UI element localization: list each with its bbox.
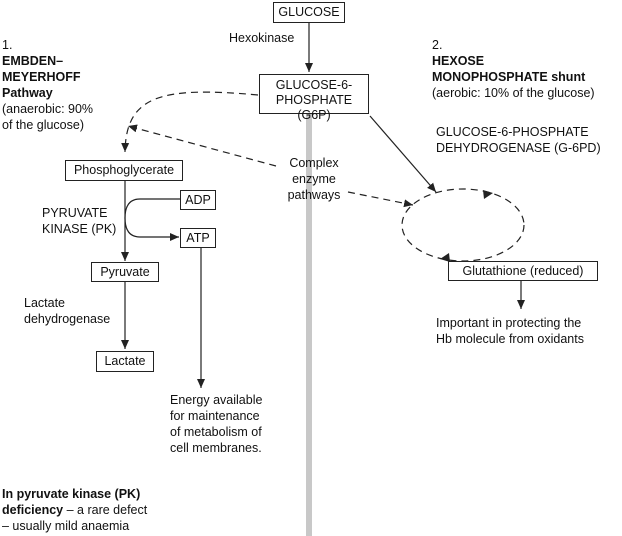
pathway2-title-line1: HEXOSE [432,54,485,68]
ldh-line2: dehydrogenase [24,312,111,326]
dashed-arrow-complex-to-shunt [347,191,414,208]
lactate-dehydrogenase-label: Lactate dehydrogenase [24,295,110,327]
g6p-label-line2: PHOSPHATE (G6P) [275,93,353,122]
pyruvate-kinase-line1: PYRUVATE [42,206,108,220]
protection-note: Important in protecting the Hb molecule … [436,315,584,347]
dashed-arrow-complex-to-pathway1 [127,124,277,167]
pathway2-title-line2: MONOPHOSPHATE shunt [432,70,586,84]
lactate-label: Lactate [104,354,146,368]
pathway1-desc-line1: (anaerobic: 90% [2,102,94,116]
adp-label: ADP [185,193,211,207]
complex-enzyme-pathways-label: Complex enzyme pathways [274,155,354,203]
cycle-arrowhead-bottom [440,253,450,262]
protection-note-line2: Hb molecule from oxidants [436,332,584,346]
pathway1-title-line2: MEYERHOFF [2,70,81,84]
lactate-box: Lactate [96,351,154,372]
pathway1-header: 1. EMBDEN– MEYERHOFF Pathway (anaerobic:… [2,37,93,133]
g6pd-label: GLUCOSE-6-PHOSPHATE DEHYDROGENASE (G-6PD… [436,124,601,156]
pathway2-number: 2. [432,38,443,52]
pk-note-line2: deficiency – a rare defect [2,502,147,518]
arrow-g6p-to-shunt [369,115,437,193]
pk-note-line2-bold: deficiency [2,503,64,517]
energy-note-line1: Energy available [170,393,263,407]
pk-note-line1: In pyruvate kinase (PK) [2,487,141,501]
ldh-line1: Lactate [24,296,66,310]
energy-note-line4: cell membranes. [170,441,262,455]
g6pd-line1: GLUCOSE-6-PHOSPHATE [436,125,589,139]
atp-box: ATP [180,228,216,248]
pyruvate-label: Pyruvate [100,265,150,279]
pathway2-header: 2. HEXOSE MONOPHOSPHATE shunt (aerobic: … [432,37,595,101]
pk-note-line3: – usually mild anaemia [2,519,130,533]
phosphoglycerate-label: Phosphoglycerate [73,163,175,177]
energy-note-line2: for maintenance [170,409,260,423]
adp-box: ADP [180,190,216,210]
pk-note-line2-rest: – a rare defect [63,503,148,517]
dashed-arrow-g6p-to-phosphoglycerate [121,91,259,153]
pathway1-desc-line2: of the glucose) [2,118,84,132]
pyruvate-box: Pyruvate [91,262,159,282]
pathway1-number: 1. [2,38,13,52]
energy-note-line3: of metabolism of [170,425,262,439]
g6pd-line2: DEHYDROGENASE (G-6PD) [436,141,601,155]
glutathione-box: Glutathione (reduced) [448,261,598,281]
energy-note: Energy available for maintenance of meta… [170,392,262,456]
phosphoglycerate-box: Phosphoglycerate [65,160,183,181]
pathway1-title-line3: Pathway [2,86,53,100]
complex-line3: pathways [287,188,341,202]
hexokinase-label: Hexokinase [229,31,295,45]
hmp-shunt-cycle [401,188,525,262]
glutathione-label: Glutathione (reduced) [462,264,584,278]
pathway1-title-line1: EMBDEN– [2,54,64,68]
glucose-label: GLUCOSE [278,5,340,19]
atp-label: ATP [186,231,210,245]
pk-deficiency-note: In pyruvate kinase (PK) deficiency – a r… [2,486,147,534]
pathway2-desc-line1: (aerobic: 10% of the glucose) [432,86,595,100]
g6p-label-line1: GLUCOSE-6- [275,78,353,92]
glucose-box: GLUCOSE [273,2,345,23]
complex-line2: enzyme [292,172,336,186]
pathway-divider [306,112,312,536]
cycle-arrowhead-top [483,190,493,199]
arrow-adp-to-atp [124,198,180,241]
g6p-box: GLUCOSE-6- PHOSPHATE (G6P) [259,74,369,122]
protection-note-line1: Important in protecting the [436,316,582,330]
complex-line1: Complex [289,156,339,170]
pyruvate-kinase-label: PYRUVATE KINASE (PK) [42,205,116,237]
pyruvate-kinase-line2: KINASE (PK) [42,222,117,236]
